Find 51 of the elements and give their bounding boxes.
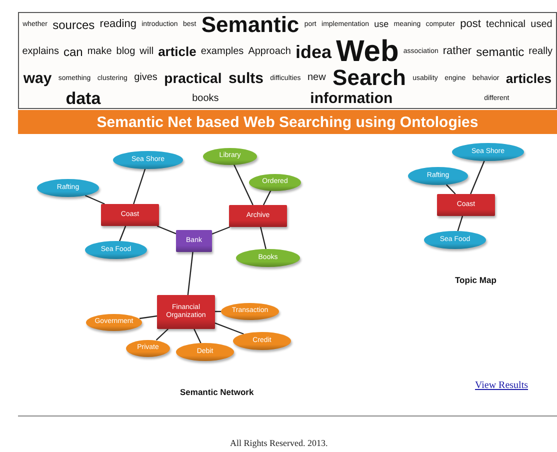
connector-line	[446, 184, 456, 194]
word-cloud-word: article	[158, 45, 196, 58]
word-cloud-word: reading	[100, 19, 136, 30]
connector-line	[470, 160, 485, 194]
word-cloud-word: books	[192, 94, 219, 104]
connector-line	[133, 168, 146, 204]
word-cloud-word: examples	[200, 46, 244, 57]
word-cloud-word: idea	[296, 42, 332, 61]
connector-line	[233, 164, 254, 206]
footer-text: All Rights Reserved. 2013.	[230, 438, 328, 448]
word-cloud-word: Semantic	[201, 14, 300, 36]
title-banner: Semantic Net based Web Searching using Ontologies	[18, 110, 557, 134]
word-cloud-word: new	[307, 73, 326, 84]
connector-line	[139, 315, 158, 320]
connector-line	[156, 225, 176, 234]
word-cloud-word: use	[374, 20, 389, 30]
word-cloud-word: information	[310, 91, 393, 106]
word-cloud-word: rather	[442, 46, 472, 58]
connector-line	[187, 252, 194, 296]
word-cloud-word: data	[66, 90, 101, 108]
word-cloud-word: will	[140, 46, 154, 57]
word-cloud-word: sources	[52, 18, 95, 31]
word-cloud-word: explains	[22, 46, 59, 57]
connector-line	[84, 194, 105, 205]
diagram-caption: Topic Map	[455, 275, 496, 285]
connector-line	[260, 226, 266, 250]
word-cloud-word: gives	[134, 73, 158, 84]
connector-line	[457, 216, 464, 232]
word-cloud-word: Web	[336, 36, 399, 67]
word-cloud-word: post	[460, 19, 481, 30]
connector-line	[119, 226, 126, 242]
word-cloud-word: can	[63, 46, 83, 58]
word-cloud-word: really	[528, 46, 553, 57]
diagram-caption: Semantic Network	[180, 387, 254, 397]
word-cloud-word: sults	[228, 70, 264, 86]
word-cloud-word: semantic	[476, 46, 524, 58]
word-cloud-word: used	[530, 20, 552, 30]
connector-line	[214, 322, 244, 335]
connector-line	[156, 328, 169, 341]
word-cloud-word: way	[23, 70, 52, 86]
word-cloud-word: articles	[506, 72, 552, 85]
word-cloud-word: Approach	[248, 46, 291, 57]
word-cloud-word: technical	[486, 20, 526, 30]
word-cloud-word: practical	[164, 71, 222, 86]
word-cloud-word: blog	[116, 46, 136, 57]
connector-line	[212, 226, 230, 235]
word-cloud-word: make	[87, 46, 112, 57]
word-cloud-word: Search	[332, 67, 406, 90]
connector-line	[194, 328, 202, 344]
connector-line	[262, 190, 272, 206]
view-results-link: View Results	[475, 380, 528, 391]
